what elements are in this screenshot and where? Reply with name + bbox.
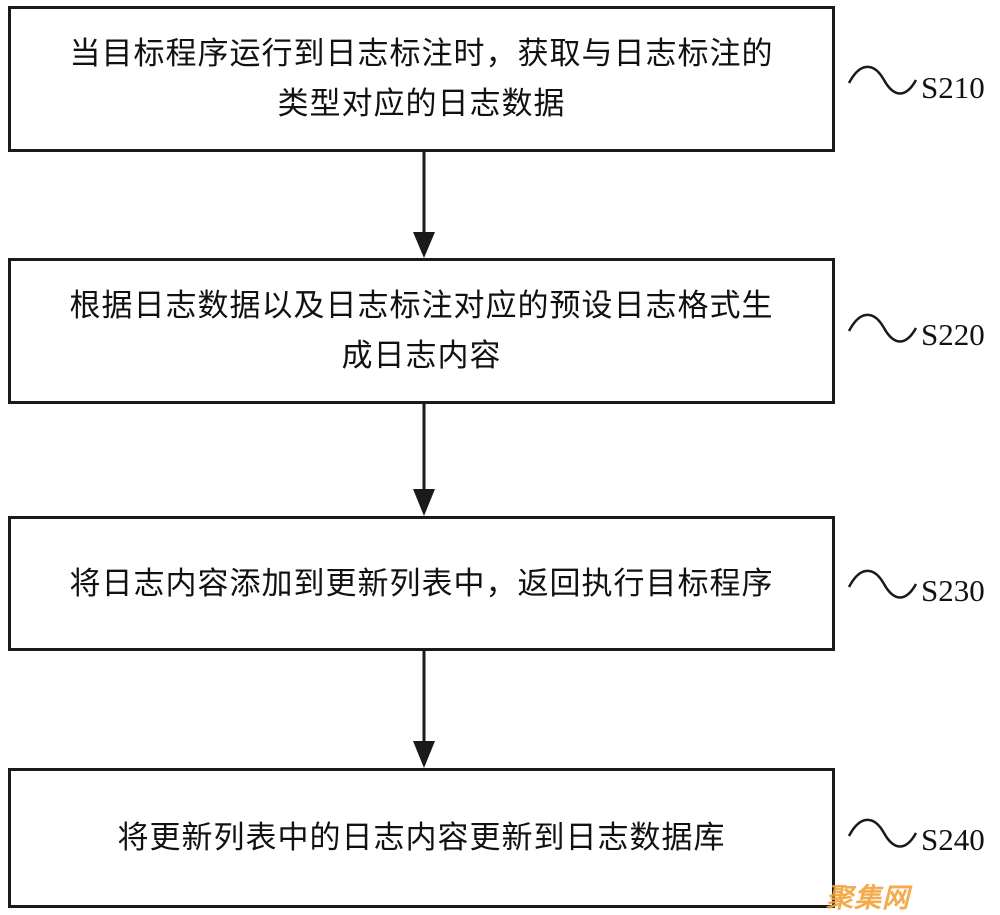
watermark-logo: 聚集网 <box>826 883 910 914</box>
step-label-s240: S240 <box>921 822 985 857</box>
step-label-s210: S210 <box>921 70 985 105</box>
step-box-s230: 将日志内容添加到更新列表中，返回执行目标程序 <box>8 516 835 651</box>
step-box-s210: 当目标程序运行到日志标注时，获取与日志标注的 类型对应的日志数据 <box>8 6 835 152</box>
step-box-s240: 将更新列表中的日志内容更新到日志数据库 <box>8 768 835 908</box>
leader-s240 <box>847 818 918 848</box>
step-box-s220: 根据日志数据以及日志标注对应的预设日志格式生 成日志内容 <box>8 258 835 404</box>
arrow-s230-to-s240 <box>413 651 435 768</box>
step-text-s210: 当目标程序运行到日志标注时，获取与日志标注的 类型对应的日志数据 <box>69 36 774 122</box>
leader-s230 <box>847 569 918 599</box>
arrowhead-icon <box>413 489 435 516</box>
arrowhead-icon <box>413 232 435 258</box>
step-text-s230: 将日志内容添加到更新列表中，返回执行目标程序 <box>69 565 774 602</box>
arrow-s210-to-s220 <box>413 152 435 258</box>
arrowhead-icon <box>413 741 435 768</box>
step-text-s220: 根据日志数据以及日志标注对应的预设日志格式生 成日志内容 <box>69 288 774 374</box>
step-label-s220: S220 <box>921 317 985 352</box>
step-text-s240: 将更新列表中的日志内容更新到日志数据库 <box>117 820 726 856</box>
leader-s210 <box>847 65 918 95</box>
step-label-s230: S230 <box>921 573 985 608</box>
arrow-s220-to-s230 <box>413 404 435 516</box>
leader-s220 <box>847 313 918 343</box>
